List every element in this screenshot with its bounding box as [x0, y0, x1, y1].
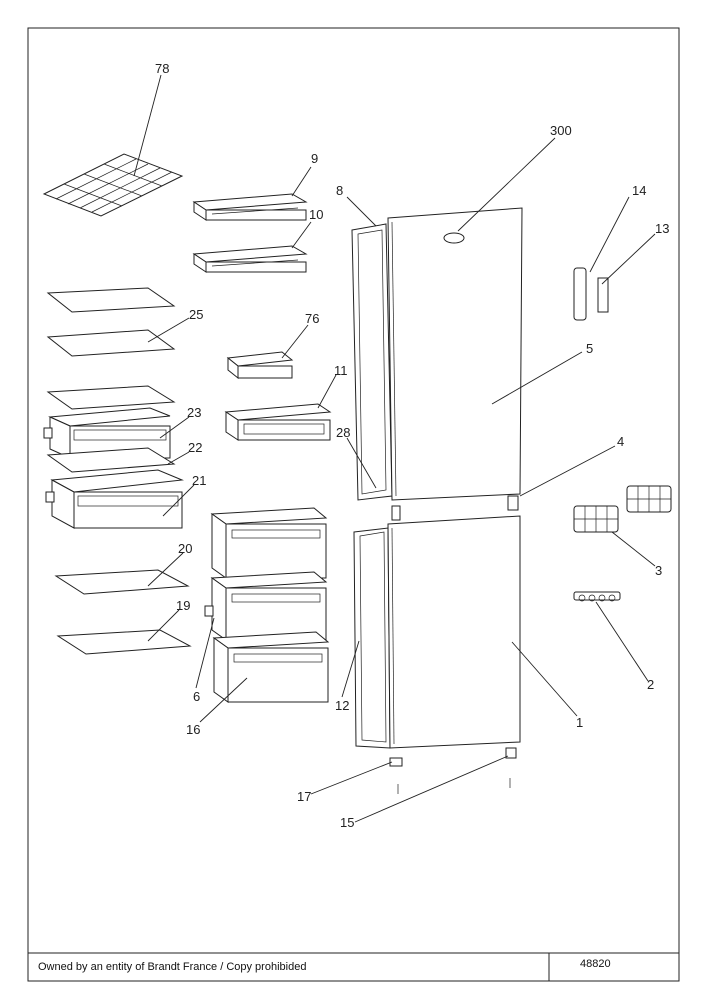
callout-21: 21 [192, 473, 206, 488]
part-shelf-20 [54, 569, 190, 595]
document-number: 48820 [580, 958, 611, 970]
callout-8: 8 [336, 183, 343, 198]
part-glass-shelf-25 [46, 329, 176, 357]
part-ice-tray-left [573, 505, 619, 533]
callout-20: 20 [178, 541, 192, 556]
part-glass-shelf-upper [46, 287, 176, 313]
part-drawer-21 [45, 469, 184, 529]
part-hinge-bottom [389, 747, 517, 794]
callout-19: 19 [176, 598, 190, 613]
part-door-gasket-upper [351, 223, 393, 501]
callout-2: 2 [647, 677, 654, 692]
callout-23: 23 [187, 405, 201, 420]
part-balcony-11 [224, 403, 332, 441]
callout-12: 12 [335, 698, 349, 713]
part-shelf-22 [46, 447, 176, 473]
callout-10: 10 [309, 207, 323, 222]
callout-13: 13 [655, 221, 669, 236]
callout-15: 15 [340, 815, 354, 830]
part-freezer-drawer-16 [212, 631, 330, 703]
callout-9: 9 [311, 151, 318, 166]
callout-labels: 78 9 10 8 300 14 13 25 76 5 11 23 28 4 2… [155, 61, 669, 830]
part-door-gasket-lower [353, 527, 391, 749]
leader-lines [133, 74, 656, 823]
callout-6: 6 [193, 689, 200, 704]
part-freezer-drawer-top [210, 507, 328, 579]
callout-14: 14 [632, 183, 646, 198]
callout-4: 4 [617, 434, 624, 449]
callout-17: 17 [297, 789, 311, 804]
callout-1: 1 [576, 715, 583, 730]
part-balcony-9 [192, 193, 308, 221]
callout-28: 28 [336, 425, 350, 440]
part-ice-tray-right [626, 485, 672, 513]
ownership-notice: Owned by an entity of Brandt France / Co… [38, 961, 307, 973]
callout-25: 25 [189, 307, 203, 322]
part-freezer-drawer-6 [204, 571, 328, 641]
callout-16: 16 [186, 722, 200, 737]
part-balcony-76 [226, 351, 294, 380]
part-wire-rack [42, 153, 184, 217]
callout-76: 76 [305, 311, 319, 326]
part-egg-tray [573, 591, 621, 602]
part-handle-13 [597, 277, 609, 313]
part-balcony-10 [192, 245, 308, 273]
part-shelf-19 [56, 629, 192, 655]
part-hinge-middle [391, 495, 519, 521]
part-drawer-23 [43, 407, 171, 459]
part-lower-door [387, 515, 521, 749]
callout-22: 22 [188, 440, 202, 455]
part-shelf-above-drawer [46, 385, 176, 410]
callout-3: 3 [655, 563, 662, 578]
part-upper-door [387, 207, 523, 501]
callout-5: 5 [586, 341, 593, 356]
callout-11: 11 [334, 363, 348, 378]
page-border [27, 27, 680, 982]
callout-300: 300 [550, 123, 572, 138]
part-handle-14 [573, 267, 587, 321]
callout-78: 78 [155, 61, 169, 76]
